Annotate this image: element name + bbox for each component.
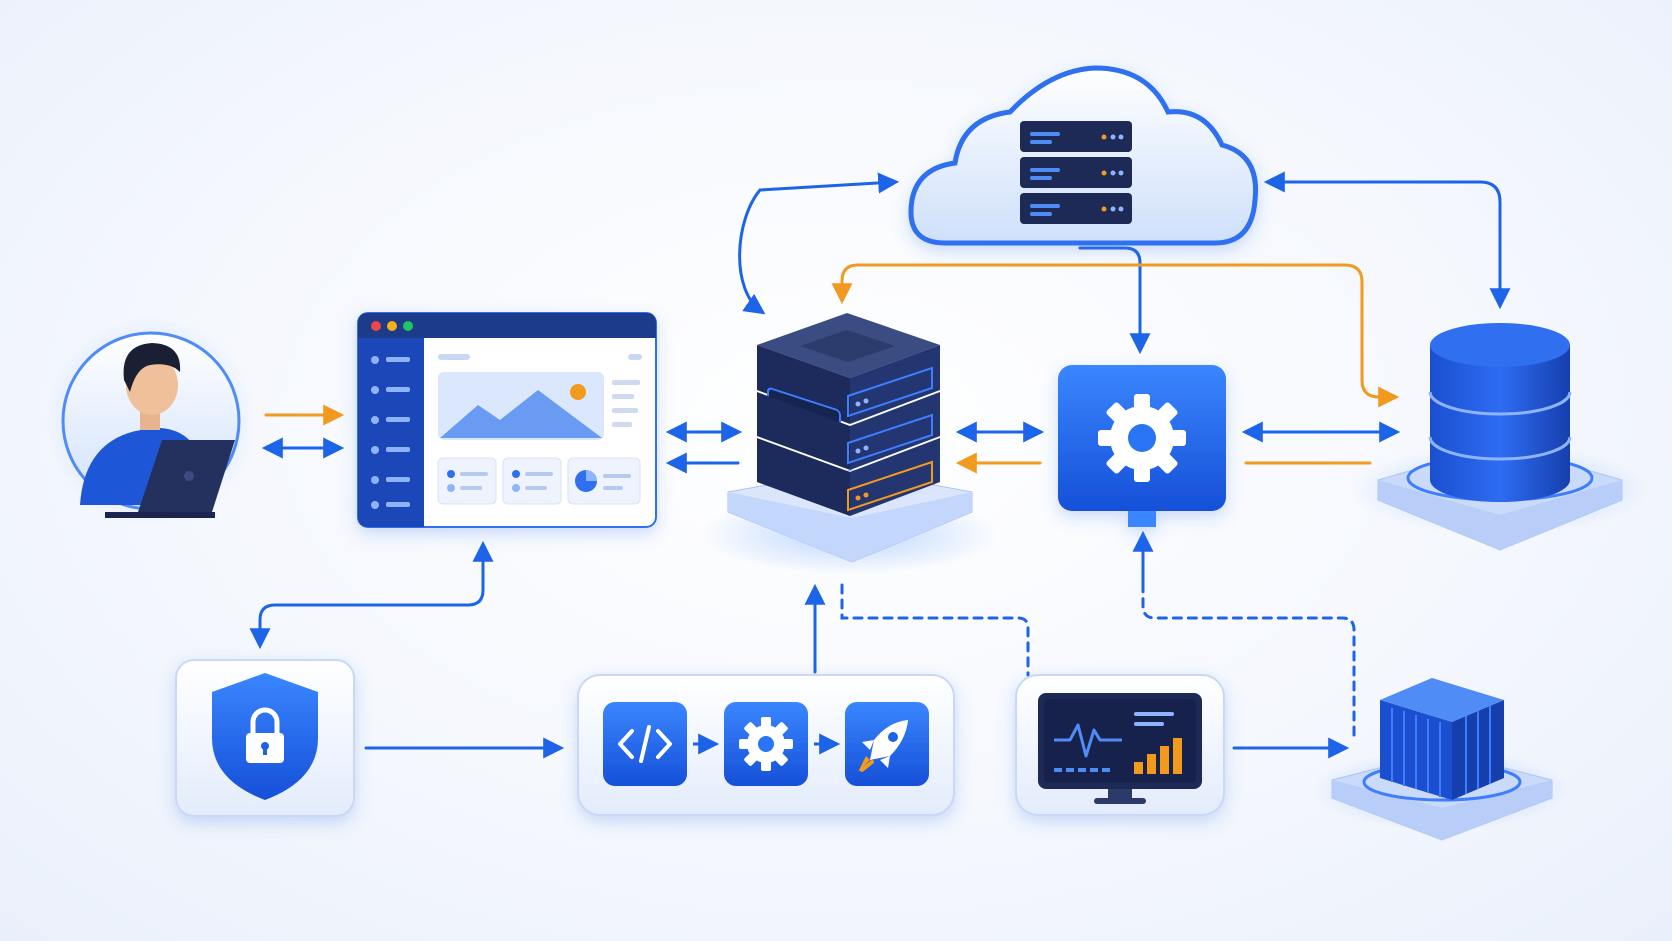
ci-cd-pipeline-node[interactable] (577, 674, 955, 816)
monitoring-node[interactable] (1015, 674, 1225, 816)
database-icon (1428, 323, 1572, 502)
app-server-node[interactable] (700, 313, 1000, 575)
stat-card-1 (437, 457, 497, 505)
processing-service-node[interactable] (1058, 365, 1226, 527)
edge-cloud-db (1263, 171, 1511, 310)
edge-server-monitoring-dashed (840, 583, 1030, 677)
edge-webapp-security (249, 540, 494, 650)
edge-cloud-gear (1078, 246, 1151, 355)
edge-server-cloud (738, 172, 900, 315)
shipping-container-icon (1380, 678, 1504, 800)
container-node[interactable] (1310, 678, 1570, 841)
edge-orange-to-db (1118, 263, 1400, 408)
cloud-server-icon (1020, 121, 1132, 224)
stat-card-3 (567, 457, 641, 505)
sun-icon (570, 384, 586, 400)
window-minimize-dot (387, 321, 397, 331)
cloud-shape (908, 65, 1259, 246)
web-app-window[interactable] (357, 312, 657, 528)
window-maximize-dot (403, 321, 413, 331)
connectors (249, 171, 1511, 759)
rocket-icon (845, 702, 929, 786)
cloud-node[interactable] (908, 65, 1259, 246)
shield-lock-icon (212, 673, 318, 800)
edge-container-gear-dashed (1141, 573, 1356, 737)
security-node[interactable] (175, 659, 355, 817)
window-close-dot (371, 321, 381, 331)
gear-icon (724, 702, 808, 786)
monitor-chart-icon (1038, 693, 1202, 804)
edge-orange-to-server (831, 263, 1122, 305)
server-stack-icon (757, 313, 940, 516)
app-sidebar (358, 338, 424, 527)
gear-icon (1098, 394, 1186, 482)
heartbeat-line (1054, 723, 1122, 758)
user-node[interactable] (46, 316, 256, 526)
code-icon (603, 702, 687, 786)
stat-card-2 (502, 457, 562, 505)
bar-chart-icon (1134, 738, 1182, 774)
database-node[interactable] (1350, 323, 1650, 551)
person-with-laptop-icon (80, 343, 235, 518)
